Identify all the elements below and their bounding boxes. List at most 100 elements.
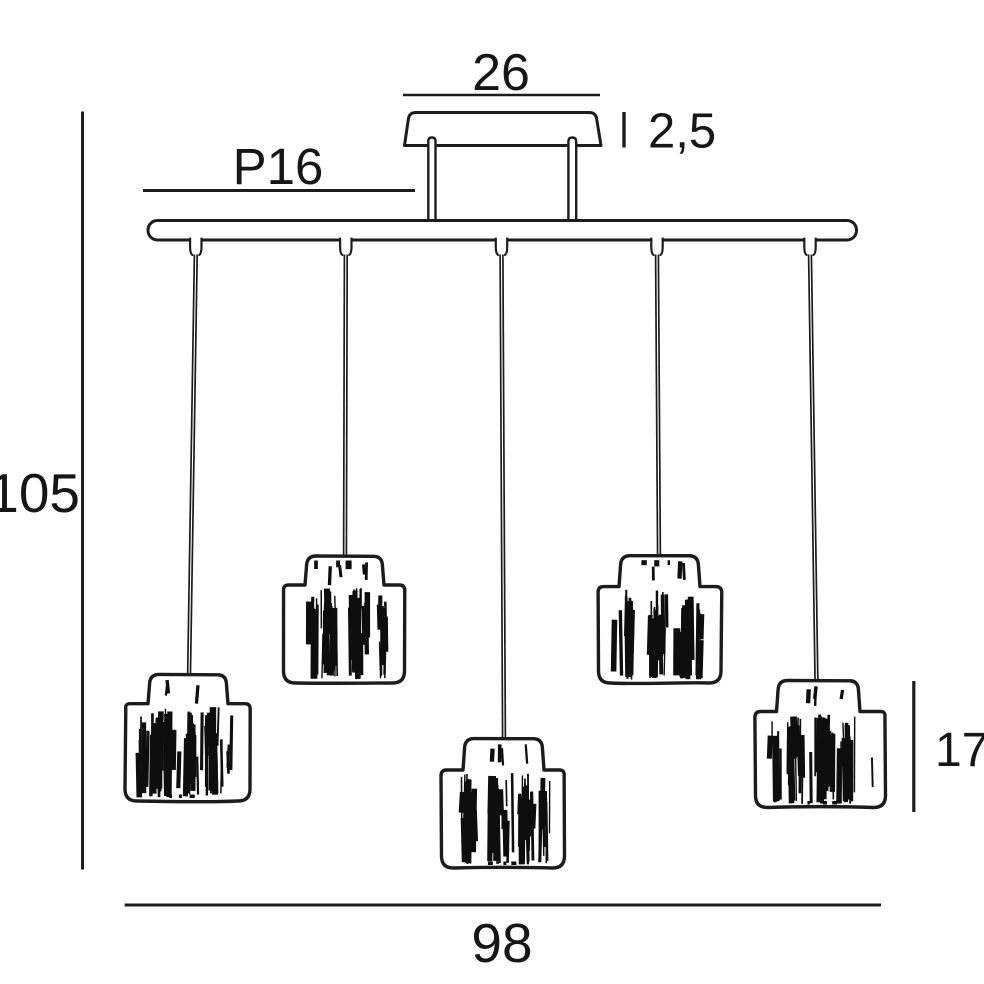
attachment-mask [340, 236, 352, 255]
hatch-stroke [135, 752, 143, 798]
hatch-stroke [660, 594, 666, 655]
collar-mark [165, 679, 171, 694]
overall-width-dim-label: 98 [471, 912, 532, 974]
hatch-stroke [698, 640, 704, 679]
cord-edge [657, 254, 662, 559]
lamp-shade [123, 672, 252, 804]
collar-mark [839, 689, 845, 700]
hatch-stroke [799, 734, 806, 778]
attachment-left-edge [494, 237, 500, 257]
attachment-left-edge [189, 237, 194, 257]
overall-height-dim-label: 105 [0, 462, 80, 524]
hatch-stroke [321, 633, 324, 679]
attachment-left-edge [339, 237, 344, 257]
attachment-right-edge [348, 237, 353, 257]
hatch-stroke [329, 591, 332, 676]
canopy-support-rods [427, 136, 578, 223]
collar-mark [813, 686, 818, 699]
hatch-stroke [192, 724, 196, 791]
hatch-stroke [151, 723, 157, 794]
cord-edge [807, 254, 816, 684]
attachment-right-edge [503, 237, 509, 257]
cord-edge [810, 254, 819, 684]
cord-edge [502, 254, 507, 742]
attachment-right-edge [812, 237, 817, 257]
canopy-thickness-dim-label: 2,5 [648, 105, 716, 159]
hatch-stroke [831, 732, 835, 800]
collar-mark [500, 748, 505, 766]
hatch-stroke [489, 810, 495, 853]
hatch-stroke [229, 715, 234, 771]
lamp-shade-hatching [458, 744, 551, 865]
hatch-stroke [380, 607, 386, 650]
hatch-stroke [663, 627, 666, 676]
hatch-stroke [542, 799, 546, 847]
hatch-stroke [772, 735, 780, 802]
hatch-stroke [487, 775, 493, 815]
hatch-stroke [196, 756, 200, 795]
lamp-shade [281, 554, 407, 685]
cord-edge [345, 254, 349, 560]
collar-mark [362, 564, 366, 575]
hatch-stroke [170, 729, 177, 771]
cord-edge [654, 254, 659, 559]
hatch-stroke [145, 730, 150, 787]
lamp-shade [596, 554, 724, 686]
hatch-stroke [517, 793, 522, 815]
hatch-stroke [498, 817, 501, 864]
collar-mark [489, 748, 495, 762]
hatch-stroke [312, 605, 315, 658]
cord-attachments [189, 236, 817, 257]
hatch-stroke [626, 623, 630, 679]
hatch-stroke [323, 590, 327, 624]
hatch-stroke [786, 735, 790, 775]
cord-edge [186, 254, 196, 678]
hatch-stroke [149, 734, 154, 797]
hatch-stroke [790, 765, 793, 793]
hatch-stroke [226, 744, 230, 768]
shade-height-dim-label: 17 [935, 724, 984, 777]
hatch-stroke [335, 629, 339, 676]
attachment-right-edge [198, 237, 203, 257]
attachment-right-edge [659, 237, 664, 257]
hatch-stroke [502, 809, 509, 857]
hatch-stroke [216, 707, 220, 746]
collar-mark [805, 689, 811, 704]
support-rod [427, 136, 437, 223]
lamp-shade [753, 678, 888, 810]
collar-mark [524, 744, 529, 764]
cord-edge [499, 254, 504, 742]
hatch-stroke [538, 824, 543, 863]
dimension-lines [81, 93, 916, 907]
hatch-stroke [176, 751, 182, 789]
lamp-shade-hatching [305, 560, 389, 680]
hatch-stroke [626, 607, 633, 654]
hatch-stroke [699, 614, 705, 640]
hatch-stroke [310, 596, 315, 623]
hatch-stroke [460, 817, 469, 863]
attachment-mask [651, 236, 663, 255]
hatch-stroke [383, 623, 387, 675]
attachment-left-edge [803, 237, 808, 257]
lamp-shades [123, 554, 888, 870]
support-rod [567, 136, 578, 223]
hatch-stroke [505, 779, 508, 807]
hatch-stroke [624, 632, 628, 678]
attachment-mask [495, 236, 508, 255]
collar-mark [194, 685, 200, 704]
hatch-stroke [166, 711, 173, 798]
lamp-shade-hatching [766, 686, 874, 805]
hatch-stroke [163, 748, 170, 797]
hatch-stroke [376, 604, 382, 630]
hatch-stroke [521, 786, 528, 823]
hatch-stroke [530, 791, 535, 861]
hatch-stroke [361, 605, 367, 645]
hatch-stroke [658, 614, 664, 675]
hatch-stroke [463, 774, 466, 820]
hatch-stroke [766, 735, 773, 759]
hatch-stroke [510, 773, 515, 853]
hatch-stroke [618, 610, 624, 676]
hatch-stroke [790, 727, 797, 759]
hatch-stroke [465, 784, 470, 809]
